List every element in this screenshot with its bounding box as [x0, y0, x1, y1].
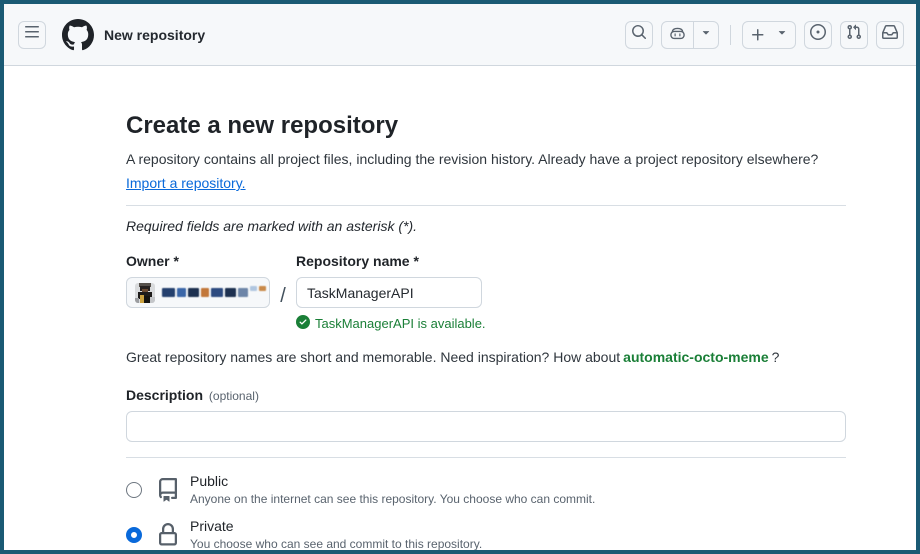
required-asterisk: *	[413, 253, 419, 269]
owner-avatar	[135, 282, 155, 303]
git-pull-request-icon	[846, 24, 862, 45]
create-new-caret[interactable]	[773, 22, 795, 48]
required-fields-note: Required fields are marked with an aster…	[126, 218, 418, 234]
issue-opened-icon	[810, 24, 826, 45]
page-header-title: New repository	[104, 26, 206, 43]
name-suggestion: Great repository names are short and mem…	[126, 349, 780, 365]
pull-requests-button[interactable]	[840, 20, 868, 49]
description-input[interactable]	[126, 411, 846, 442]
copilot-button[interactable]	[661, 20, 719, 49]
create-new-button[interactable]	[742, 20, 796, 49]
global-header: New repository	[4, 4, 916, 66]
three-bars-icon	[24, 24, 40, 45]
private-option-label: Private	[190, 518, 234, 534]
inbox-icon	[882, 24, 898, 45]
optional-hint: (optional)	[208, 389, 259, 403]
required-asterisk: *	[173, 253, 179, 269]
visibility-option-private[interactable]: Private You choose who can see and commi…	[126, 518, 846, 551]
main-content: Create a new repository A repository con…	[4, 66, 848, 551]
public-radio[interactable]	[126, 481, 142, 498]
import-repository-link[interactable]: Import a repository.	[126, 175, 246, 191]
copilot-icon[interactable]	[662, 22, 693, 48]
check-circle-icon	[296, 315, 310, 332]
private-option-description: You choose who can see and commit to thi…	[190, 537, 483, 551]
private-radio[interactable]	[126, 526, 142, 543]
description-label: Description (optional)	[126, 387, 259, 403]
repository-name-label: Repository name *	[296, 253, 419, 269]
header-divider	[730, 24, 731, 45]
owner-repo-separator: /	[280, 285, 286, 307]
public-option-description: Anyone on the internet can see this repo…	[190, 492, 596, 506]
section-divider	[126, 457, 846, 458]
caret-down-icon	[775, 25, 789, 44]
availability-message: TaskManagerAPI is available.	[296, 315, 486, 332]
repository-name-input[interactable]	[296, 277, 482, 308]
issues-button[interactable]	[804, 20, 832, 49]
inbox-button[interactable]	[876, 20, 904, 49]
search-button[interactable]	[625, 20, 653, 49]
header-actions	[625, 20, 904, 49]
section-divider	[126, 205, 846, 206]
public-option-label: Public	[190, 473, 229, 489]
intro-text: A repository contains all project files,…	[126, 151, 819, 167]
page-title: Create a new repository	[126, 112, 399, 139]
repo-book-icon	[156, 477, 180, 502]
github-logo-icon[interactable]	[62, 18, 94, 51]
copilot-dropdown-caret[interactable]	[693, 21, 718, 48]
availability-text: TaskManagerAPI is available.	[315, 316, 486, 331]
owner-username-redacted	[162, 286, 266, 299]
owner-repo-fields: Owner *	[126, 253, 846, 332]
visibility-option-public[interactable]: Public Anyone on the internet can see th…	[126, 473, 846, 506]
search-icon	[631, 24, 647, 45]
owner-label: Owner *	[126, 253, 179, 269]
lock-icon	[156, 522, 180, 547]
owner-select-button[interactable]	[126, 277, 270, 308]
suggested-name-link[interactable]: automatic-octo-meme	[623, 349, 769, 365]
plus-icon[interactable]	[743, 22, 773, 48]
caret-down-icon	[699, 25, 713, 44]
hamburger-menu-button[interactable]	[18, 20, 46, 49]
